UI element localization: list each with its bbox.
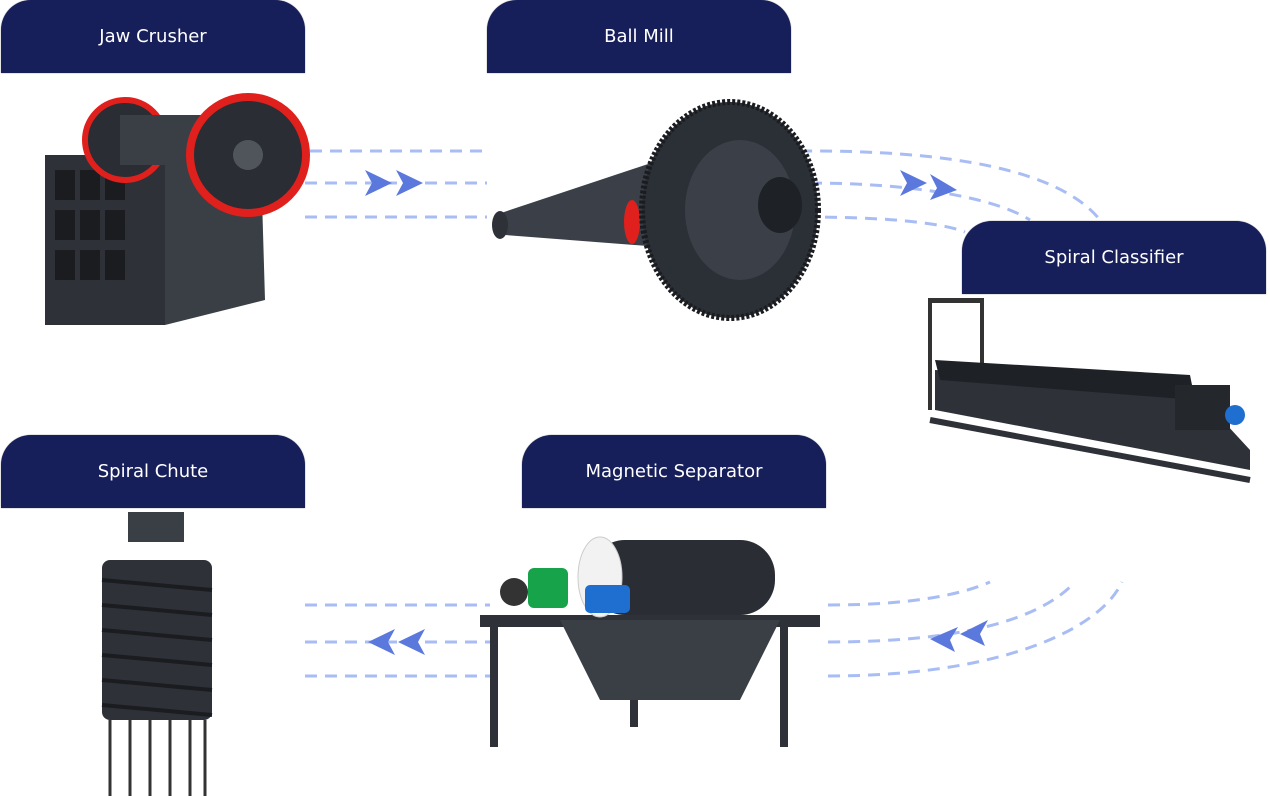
jaw-crusher-image (45, 93, 310, 325)
arrow-left-icon (960, 620, 988, 646)
flow-line (827, 581, 1124, 678)
stage-label-spiral-chute: Spiral Chute (1, 435, 305, 508)
arrow-right-icon (365, 170, 392, 196)
spiral-chute-image (101, 512, 213, 796)
magnetic-separator-image (480, 536, 820, 747)
stage-label-ball-mill: Ball Mill (487, 0, 791, 73)
arrow-right-icon (396, 170, 423, 196)
arrow-left-icon (398, 629, 425, 655)
flow-line (827, 580, 1077, 644)
flow-line (827, 580, 991, 607)
arrow-right-icon (930, 174, 957, 200)
stage-label-magnetic-separator: Magnetic Separator (522, 435, 826, 508)
stage-label-spiral-classifier: Spiral Classifier (962, 221, 1266, 294)
stage-label-jaw-crusher: Jaw Crusher (1, 0, 305, 73)
spiral-classifier-image (928, 298, 1251, 483)
flow-line (804, 215, 966, 234)
arrow-right-icon (900, 170, 927, 196)
arrow-left-icon (368, 629, 395, 655)
ball-mill-image (492, 99, 821, 321)
arrow-left-icon (930, 627, 958, 652)
flow-line (799, 149, 1102, 221)
